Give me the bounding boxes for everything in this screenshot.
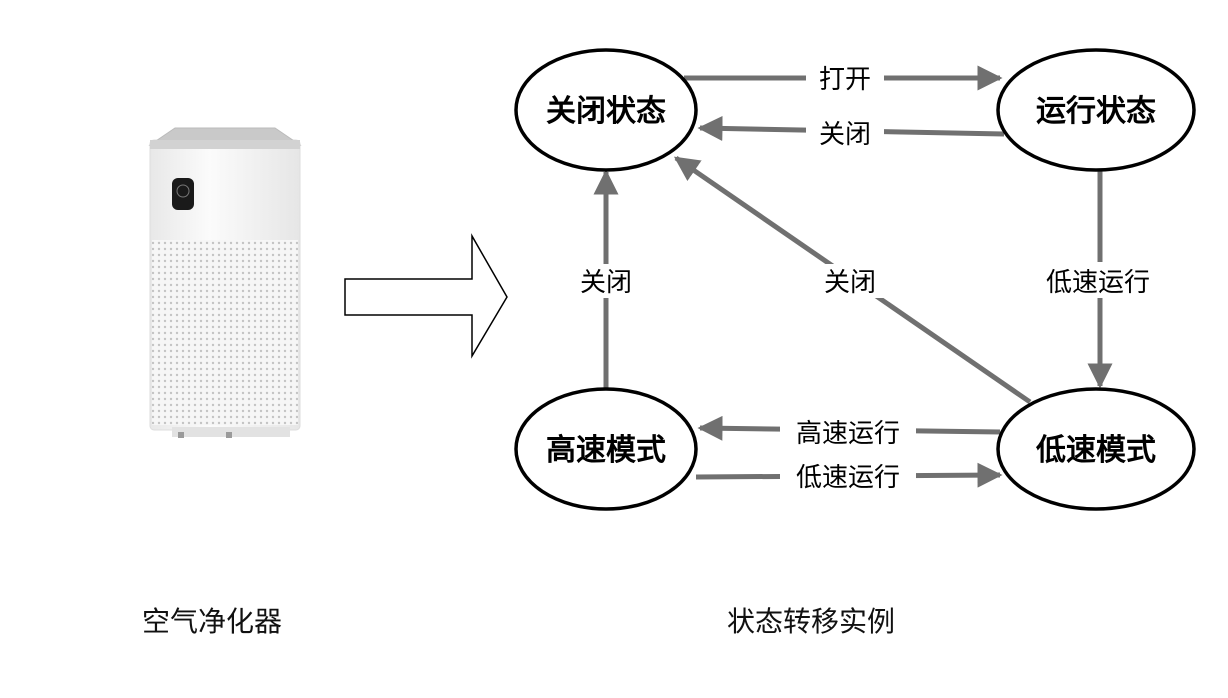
state-running-label: 运行状态 [1036, 94, 1156, 129]
state-high-label: 高速模式 [546, 433, 666, 468]
air-purifier-image [148, 127, 302, 438]
state-off-label: 关闭状态 [546, 94, 666, 129]
label-low-to-high: 高速运行 [796, 419, 900, 449]
state-running-node [996, 48, 1196, 172]
state-low-label: 低速模式 [1035, 433, 1156, 468]
label-high-to-low: 低速运行 [796, 463, 900, 493]
purifier-display [172, 178, 194, 210]
label-low-to-off: 关闭 [824, 268, 876, 298]
label-high-to-off: 关闭 [580, 268, 632, 298]
hollow-right-arrow [344, 233, 508, 359]
caption-state-transition-example: 状态转移实例 [727, 605, 896, 638]
label-off-to-running: 打开 [819, 65, 871, 95]
caption-air-purifier: 空气净化器 [142, 605, 283, 638]
state-low-node [996, 387, 1196, 511]
state-high-node [514, 387, 698, 511]
label-running-to-off: 关闭 [819, 120, 871, 150]
label-running-to-low: 低速运行 [1046, 268, 1150, 298]
state-off-node [514, 48, 698, 172]
